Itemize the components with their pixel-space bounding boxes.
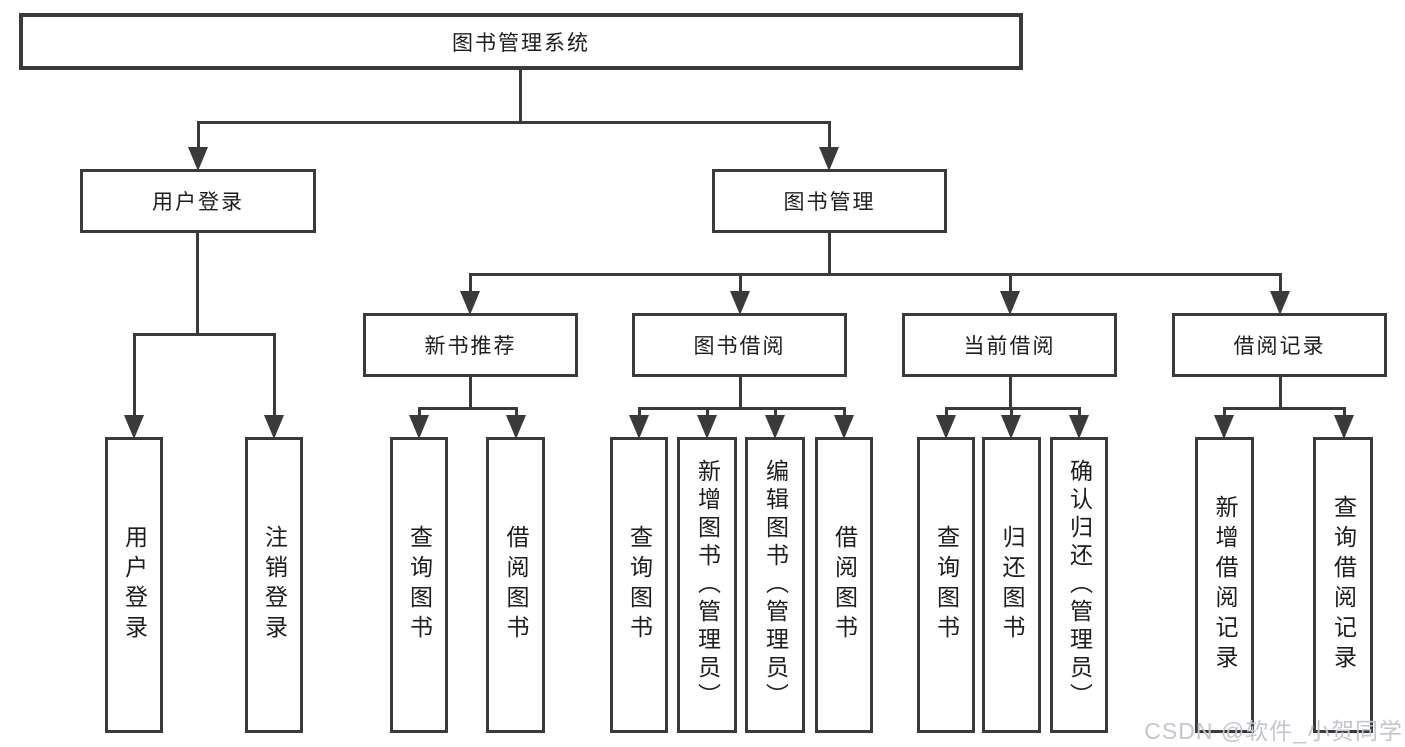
connector-arrow-stem-bb-query [638, 407, 641, 419]
leaf-nb-borrow-books-label: 借阅图书 [503, 525, 529, 645]
arrowhead-current-borrow [1000, 291, 1020, 315]
leaf-bb-query-books: 查询图书 [610, 437, 668, 733]
leaf-logout-label: 注销登录 [261, 525, 288, 645]
connector-user-login-stub [196, 233, 199, 336]
arrowhead-cb-return [1001, 415, 1021, 439]
leaf-bb-borrow-books-label: 借阅图书 [831, 525, 858, 645]
connector-arrow-stem-br-add [1223, 407, 1226, 419]
node-borrow-records-label: 借阅记录 [1233, 335, 1326, 358]
node-book-borrow-label: 图书借阅 [693, 335, 786, 358]
connector-arrow-stem-user-login [197, 121, 200, 151]
node-user-login-label: 用户登录 [152, 191, 244, 214]
connector-user-login-rail [133, 333, 276, 336]
connector-new-books-rail [418, 407, 517, 410]
leaf-nb-query-books-label: 查询图书 [406, 525, 433, 645]
connector-arrow-stem-bb-edit [774, 407, 777, 419]
connector-arrow-stem-nb-query [418, 407, 421, 419]
leaf-bb-edit-books-admin: 编辑图书（管理员） [745, 437, 805, 733]
node-library-system: 图书管理系统 [19, 13, 1023, 70]
leaf-br-add-record-label: 新增借阅记录 [1212, 495, 1238, 675]
arrowhead-bb-add [697, 415, 717, 439]
leaf-bb-add-books-admin: 新增图书（管理员） [677, 437, 737, 733]
arrowhead-book-borrow [730, 291, 750, 315]
connector-arrow-stem-login [133, 333, 136, 419]
connector-arrow-stem-cb-confirm [1078, 407, 1081, 419]
arrowhead-borrow-records [1270, 291, 1290, 315]
connector-arrow-stem-current-borrow [1009, 273, 1012, 295]
arrowhead-cb-confirm [1069, 415, 1089, 439]
connector-level2-rail [197, 121, 831, 124]
connector-arrow-stem-cb-query [945, 407, 948, 419]
connector-root-stub [519, 70, 522, 124]
leaf-cb-confirm-return-admin: 确认归还（管理员） [1050, 437, 1108, 733]
leaf-cb-query-books-label: 查询图书 [933, 525, 960, 645]
leaf-user-login-label: 用户登录 [121, 525, 148, 645]
connector-arrow-stem-bb-borrow [843, 407, 846, 419]
leaf-logout: 注销登录 [245, 437, 303, 733]
leaf-cb-return-books: 归还图书 [982, 437, 1041, 733]
connector-borrow-records-stub [1279, 377, 1282, 410]
leaf-bb-add-books-admin-label: 新增图书（管理员） [694, 459, 721, 711]
arrowhead-bb-query [629, 415, 649, 439]
arrowhead-book-mgmt [819, 147, 839, 171]
leaf-br-query-record-label: 查询借阅记录 [1330, 495, 1357, 675]
connector-arrow-stem-nb-borrow [515, 407, 518, 419]
connector-level3-rail [469, 273, 1282, 276]
connector-arrow-stem-br-query [1343, 407, 1346, 419]
arrowhead-logout [264, 415, 284, 439]
connector-current-borrow-stub [1009, 377, 1012, 410]
connector-book-borrow-stub [739, 377, 742, 410]
csdn-watermark: CSDN @软件_小贺同学 [1144, 718, 1403, 744]
leaf-bb-edit-books-admin-label: 编辑图书（管理员） [762, 459, 789, 711]
arrowhead-user-login [188, 147, 208, 171]
node-borrow-records: 借阅记录 [1172, 313, 1387, 377]
connector-current-borrow-rail [945, 407, 1081, 410]
arrowhead-login [124, 415, 144, 439]
node-book-mgmt: 图书管理 [712, 169, 947, 233]
node-current-borrow-label: 当前借阅 [963, 335, 1056, 358]
node-book-borrow: 图书借阅 [632, 313, 847, 377]
arrowhead-br-add [1214, 415, 1234, 439]
connector-book-mgmt-stub [828, 233, 831, 276]
leaf-cb-query-books: 查询图书 [917, 437, 975, 733]
arrowhead-bb-edit [765, 415, 785, 439]
node-new-books: 新书推荐 [363, 313, 578, 377]
leaf-cb-confirm-return-admin-label: 确认归还（管理员） [1066, 459, 1093, 711]
arrowhead-cb-query [936, 415, 956, 439]
connector-arrow-stem-logout [273, 333, 276, 419]
connector-book-borrow-rail [638, 407, 846, 410]
leaf-bb-borrow-books: 借阅图书 [815, 437, 873, 733]
node-new-books-label: 新书推荐 [424, 335, 517, 358]
connector-arrow-stem-book-borrow [739, 273, 742, 295]
connector-arrow-stem-book-mgmt [828, 121, 831, 151]
node-book-mgmt-label: 图书管理 [783, 191, 876, 214]
connector-arrow-stem-new-books [469, 273, 472, 295]
arrowhead-br-query [1334, 415, 1354, 439]
connector-borrow-records-rail [1223, 407, 1345, 410]
connector-arrow-stem-bb-add [706, 407, 709, 419]
arrowhead-nb-query [409, 415, 429, 439]
leaf-br-query-record: 查询借阅记录 [1313, 437, 1373, 733]
node-current-borrow: 当前借阅 [902, 313, 1117, 377]
connector-new-books-stub [469, 377, 472, 410]
leaf-bb-query-books-label: 查询图书 [626, 525, 653, 645]
arrowhead-nb-borrow [506, 415, 526, 439]
node-user-login: 用户登录 [80, 169, 316, 233]
leaf-cb-return-books-label: 归还图书 [999, 525, 1025, 645]
leaf-user-login: 用户登录 [105, 437, 163, 733]
connector-arrow-stem-borrow-records [1279, 273, 1282, 295]
leaf-nb-query-books: 查询图书 [390, 437, 448, 733]
leaf-nb-borrow-books: 借阅图书 [486, 437, 545, 733]
arrowhead-new-books [460, 291, 480, 315]
connector-arrow-stem-cb-return [1010, 407, 1013, 419]
leaf-br-add-record: 新增借阅记录 [1195, 437, 1254, 733]
node-library-system-label: 图书管理系统 [452, 31, 590, 55]
arrowhead-bb-borrow [834, 415, 854, 439]
